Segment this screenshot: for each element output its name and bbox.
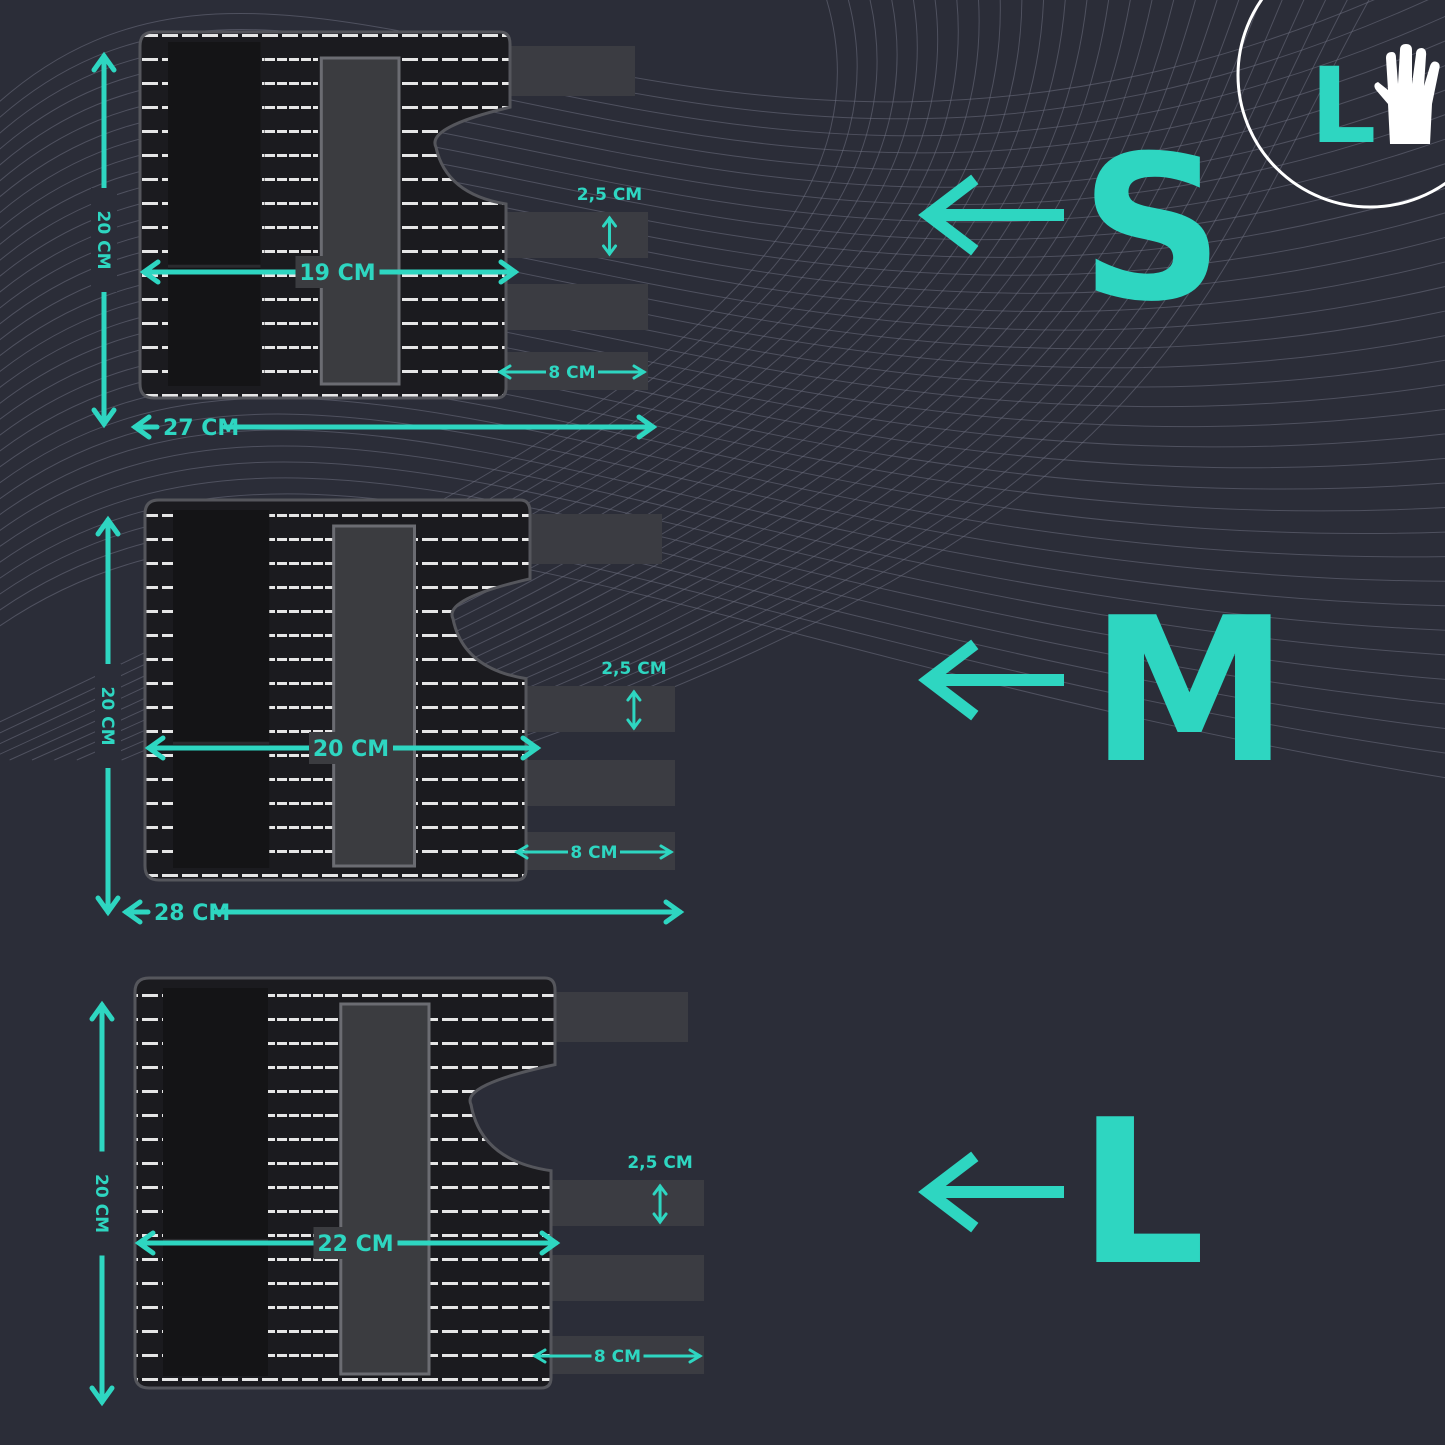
velcro-panel <box>173 510 270 868</box>
height-label: 20 CM <box>97 687 117 746</box>
strap-length-label: 8 CM <box>570 843 617 863</box>
size-indicator-s: S <box>918 113 1224 346</box>
velcro-panel <box>163 988 268 1376</box>
strap-length-label: 8 CM <box>548 363 595 383</box>
stripe-zone <box>264 42 317 386</box>
strap-height-label: 2,5 CM <box>577 185 642 205</box>
left-arrow-icon <box>918 174 1064 256</box>
top-strap <box>540 992 688 1042</box>
strap-length-label: 8 CM <box>594 1347 641 1367</box>
brace-size-m: 20 CM 20 CM 28 CM 2,5 CM 8 CM <box>95 498 685 926</box>
size-badge: L <box>1236 0 1445 209</box>
strap-height-label: 2,5 CM <box>601 659 666 679</box>
size-indicator-m: M <box>918 575 1289 808</box>
height-label: 20 CM <box>93 211 113 270</box>
badge-letter: L <box>1310 45 1376 167</box>
side-strap <box>535 1180 704 1226</box>
stripe-zone <box>273 510 328 868</box>
side-strap <box>517 760 675 806</box>
top-strap <box>515 514 662 564</box>
side-strap <box>535 1255 704 1301</box>
splint-panel <box>339 1002 431 1376</box>
brace-size-s: 20 CM 19 CM 27 CM 2,5 CM 8 CM <box>91 30 658 441</box>
top-strap <box>500 46 635 96</box>
inner-width-label: 19 CM <box>299 261 375 286</box>
side-strap <box>500 212 648 258</box>
size-letter: S <box>1080 113 1224 346</box>
side-strap <box>500 284 648 330</box>
badge-circle <box>1236 0 1445 209</box>
size-letter: L <box>1078 1077 1205 1310</box>
total-width-label: 28 CM <box>154 901 230 926</box>
left-arrow-icon <box>918 1151 1064 1233</box>
height-label: 20 CM <box>91 1174 111 1233</box>
inner-width-label: 22 CM <box>317 1232 393 1257</box>
strap-height-label: 2,5 CM <box>627 1153 692 1173</box>
splint-panel <box>319 56 401 386</box>
splint-panel <box>332 524 416 868</box>
size-indicator-l: L <box>918 1077 1205 1310</box>
left-arrow-icon <box>918 639 1064 721</box>
size-letter: M <box>1090 575 1289 808</box>
side-strap <box>517 686 675 732</box>
inner-width-label: 20 CM <box>313 737 389 762</box>
stripe-zone <box>272 988 331 1376</box>
velcro-panel <box>168 42 261 386</box>
glove-icon <box>1374 44 1440 144</box>
total-width-label: 27 CM <box>163 416 239 441</box>
